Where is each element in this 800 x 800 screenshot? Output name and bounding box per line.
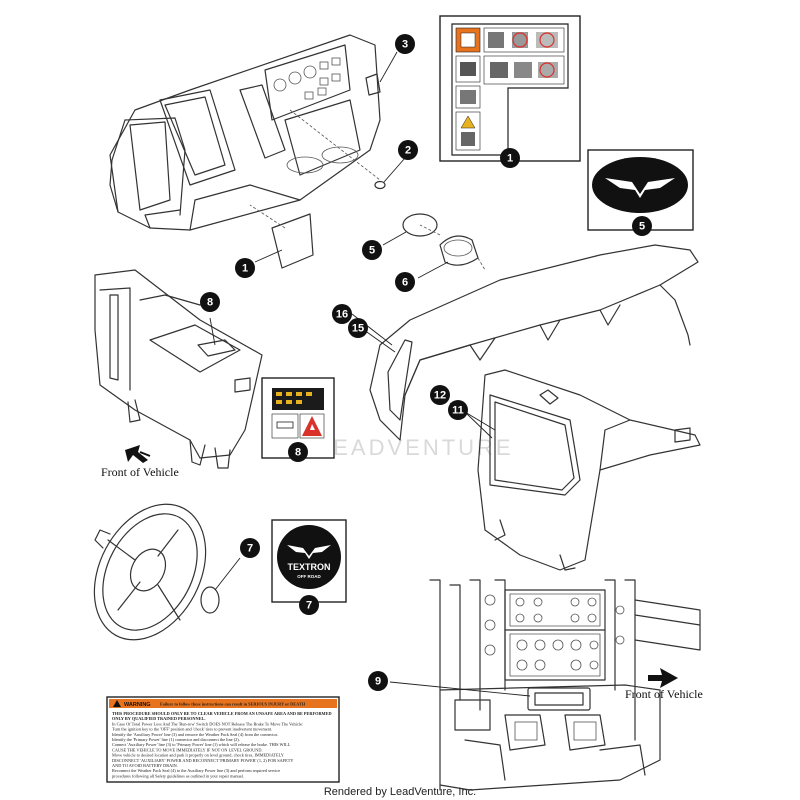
callout-number: 12 [434,390,446,402]
callout-5: 5 [362,240,382,260]
callout-circle [368,671,388,691]
callout-number: 1 [507,153,513,165]
callout-circle [430,385,450,405]
part-5-ring [402,213,438,237]
front-arrow-left [125,445,151,463]
callout-number: 5 [639,221,645,233]
callout-3: 3 [395,34,415,54]
steering-wheel [93,503,207,641]
logo-tagline-text: OFF ROAD [297,574,321,579]
warning-line: AND TO AVOID BATTERY DRAIN. [112,763,178,768]
callout-number: 15 [352,323,364,335]
callout-5: 5 [632,216,652,236]
warning-line: Identify the 'Auxiliary Power' line (3) … [112,732,278,737]
warning-line: procedures following all Safety guidelin… [112,773,244,778]
callout-circle [235,258,255,278]
callout-circle [395,34,415,54]
logo-brand-text: TEXTRON [287,562,330,572]
safety-label-1 [439,15,581,162]
warning-line: Connect 'Auxiliary Power' line (3) to 'P… [112,742,291,747]
warning-line: Move vehicle to desired location and par… [112,753,284,759]
callout-8: 8 [288,442,308,462]
callout-12: 12 [430,385,450,405]
callout-number: 11 [452,405,464,417]
front-arrow-right [648,668,678,688]
warning-label-9: WARNING Failure to follow these instruct… [106,696,340,783]
warning-line: Turn the ignition key to the 'OFF' posit… [112,727,272,732]
callout-number: 9 [375,676,381,688]
warning-line: THIS PROCEDURE SHOULD ONLY BE TO CLEAR V… [112,711,332,716]
callout-8: 8 [200,292,220,312]
warning-line: Identify the 'Primary Power' line (1) co… [112,737,240,742]
part-1-dash-decal [271,213,314,269]
part-8-panel-decal [197,339,236,357]
callout-number: 6 [402,277,408,289]
left-side-panel [94,269,263,469]
callout-circle [362,240,382,260]
part-15-inlay [387,339,413,421]
callout-circle [332,304,352,324]
warning-subheading: Failure to follow these instructions can… [160,702,306,707]
callout-number: 7 [247,543,253,555]
part-3-clip [365,73,381,96]
rendered-by-caption: Rendered by LeadVenture, Inc. [324,786,476,798]
callout-circle [500,148,520,168]
callout-7: 7 [299,595,319,615]
callout-circle [448,400,468,420]
dashboard-assembly [109,34,381,231]
callout-9: 9 [368,671,388,691]
callout-6: 6 [395,272,415,292]
callout-circle [632,216,652,236]
callout-16: 16 [332,304,352,324]
right-side-panel [477,369,701,571]
callout-15: 15 [348,318,368,338]
part-6-cap [439,235,479,266]
control-compartment [429,579,701,791]
front-of-vehicle-label-left: Front of Vehicle [101,465,179,479]
callout-11: 11 [448,400,468,420]
callout-1: 1 [235,258,255,278]
callout-circle [398,140,418,160]
callout-circle [395,272,415,292]
callout-1: 1 [500,148,520,168]
callout-number: 8 [295,447,301,459]
callout-number: 1 [242,263,248,275]
callout-number: 3 [402,39,408,51]
warning-line: Reconnect the Weather Pack Seal (4) to t… [112,768,280,773]
callout-number: 8 [207,297,213,309]
callout-circle [240,538,260,558]
callout-number: 5 [369,245,375,257]
warning-line: ONLY BY QUALIFIED TRAINED PERSONNEL. [112,716,205,721]
part-2-plug [374,180,386,190]
part-7-ring [200,586,220,614]
callout-circle [348,318,368,338]
callout-circle [200,292,220,312]
warning-line: CAUSE THE VEHICLE TO MOVE IMMEDIATELY IF… [112,747,263,752]
textron-logo-label-7: TEXTRON OFF ROAD [271,519,347,603]
callout-2: 2 [398,140,418,160]
warning-heading: WARNING [124,702,151,708]
front-of-vehicle-label-right: Front of Vehicle [625,687,703,701]
callout-circle [299,595,319,615]
warning-line: DISCONNECT 'AUXILIARY' POWER AND RECONNE… [112,758,293,764]
callout-number: 2 [405,145,411,157]
warning-text-lines: THIS PROCEDURE SHOULD ONLY BE TO CLEAR V… [112,711,332,778]
upper-dash-panel [369,244,699,441]
warning-line: In Case Of Total Power Loss And The 'Run… [112,721,303,726]
callout-number: 7 [306,600,312,612]
callout-circle [288,442,308,462]
watermark-text: LEADVENTURE [318,435,514,460]
callout-number: 16 [336,309,348,321]
callout-7: 7 [240,538,260,558]
